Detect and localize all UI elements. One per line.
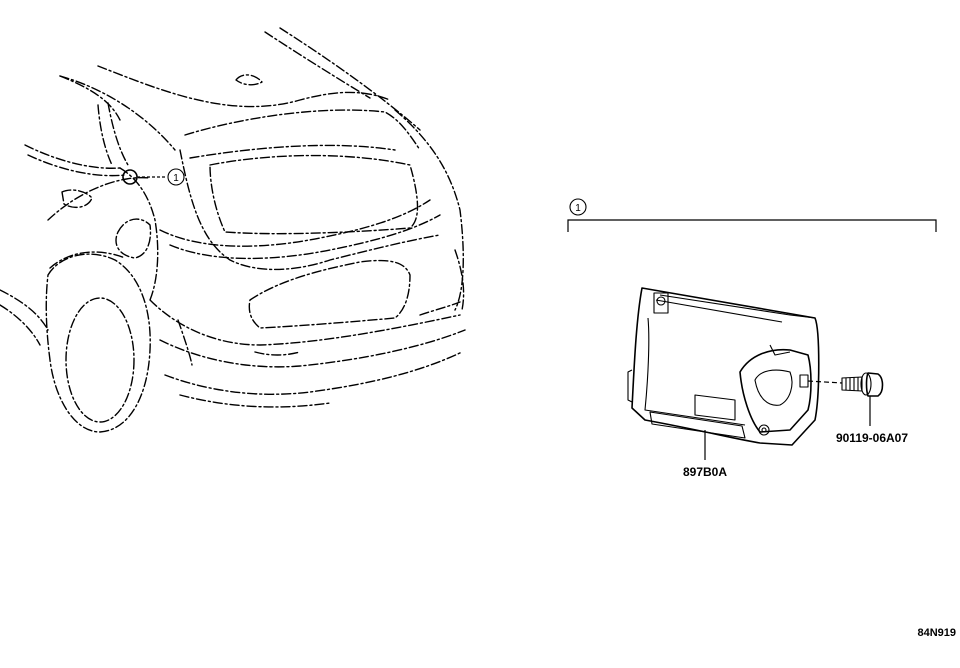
callout-circle-vehicle [167, 168, 185, 186]
callout-circle-assembly [569, 198, 587, 216]
diagram-reference-code: 84N919 [917, 627, 956, 639]
assembly-bracket-line [567, 219, 937, 232]
assembly-bracket: 1 [567, 198, 937, 232]
bolt-insertion-line [807, 380, 843, 384]
callout-number-assembly: 1 [575, 203, 581, 214]
vehicle-outline [0, 27, 466, 433]
callout-number-vehicle: 1 [173, 173, 179, 184]
part-label-897B0A: 897B0A [683, 465, 727, 479]
part-label-90119-06A07: 90119-06A07 [836, 431, 908, 445]
bolt [807, 372, 884, 397]
mount-location-marker [122, 169, 138, 185]
control-module [627, 287, 820, 446]
